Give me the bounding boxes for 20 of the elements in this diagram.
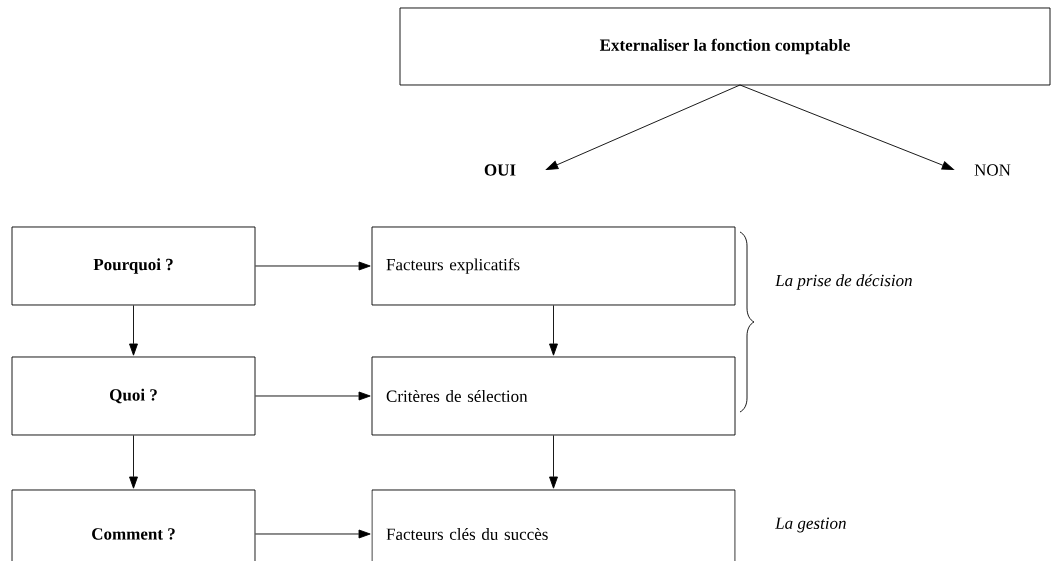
process-box: Facteurs explicatifs [371, 226, 736, 306]
arrow [129, 305, 138, 356]
process-box: Pourquoi ? [11, 226, 256, 306]
arrow [549, 435, 558, 489]
answer-text: OUI [484, 164, 516, 176]
arrow [739, 84, 954, 170]
process-box: Comment ? [11, 489, 256, 561]
arrow [255, 391, 371, 401]
process-box: Facteurs clés du succès [371, 489, 736, 561]
process-box: Critères de sélection [371, 356, 736, 436]
side-label: La gestion [775, 517, 846, 533]
arrow [546, 84, 741, 170]
process-box: Externaliser la fonction comptable [399, 7, 1051, 86]
arrow [255, 529, 371, 539]
process-box: Quoi ? [11, 356, 256, 436]
answer-text: NON [974, 164, 1011, 176]
side-label: La prise de décision [775, 274, 912, 290]
arrow [255, 261, 371, 271]
arrow [549, 305, 558, 356]
arrow [129, 435, 138, 489]
